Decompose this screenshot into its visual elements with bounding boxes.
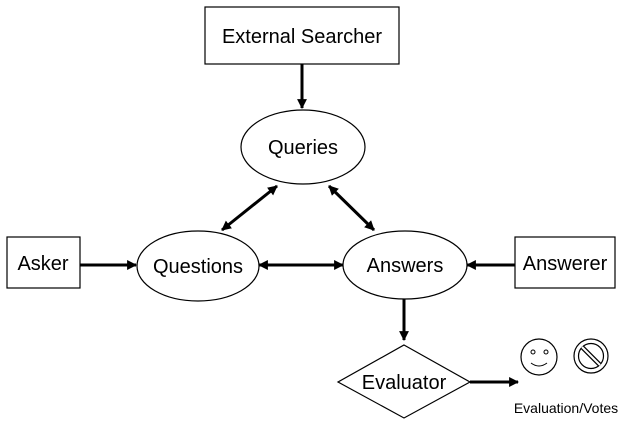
answerer-node: Answerer	[514, 236, 616, 289]
edge-queries-questions	[221, 184, 278, 232]
external-searcher-label: External Searcher	[222, 26, 382, 48]
evaluator-node: Evaluator	[336, 344, 472, 419]
asker-label: Asker	[17, 253, 68, 275]
queries-node: Queries	[240, 109, 366, 185]
edge-queries-answers	[327, 184, 376, 232]
answers-label: Answers	[367, 255, 444, 277]
asker-node: Asker	[6, 236, 81, 289]
external-searcher-node: External Searcher	[204, 6, 400, 65]
smiley-face-icon	[520, 338, 558, 376]
queries-label: Queries	[268, 137, 338, 159]
questions-node: Questions	[136, 230, 260, 302]
evaluator-label: Evaluator	[362, 372, 447, 394]
answers-node: Answers	[342, 230, 468, 300]
evaluation-votes-label: Evaluation/Votes	[514, 400, 618, 416]
answerer-label: Answerer	[523, 253, 608, 275]
questions-label: Questions	[153, 256, 243, 278]
prohibited-sign-icon	[573, 338, 609, 374]
